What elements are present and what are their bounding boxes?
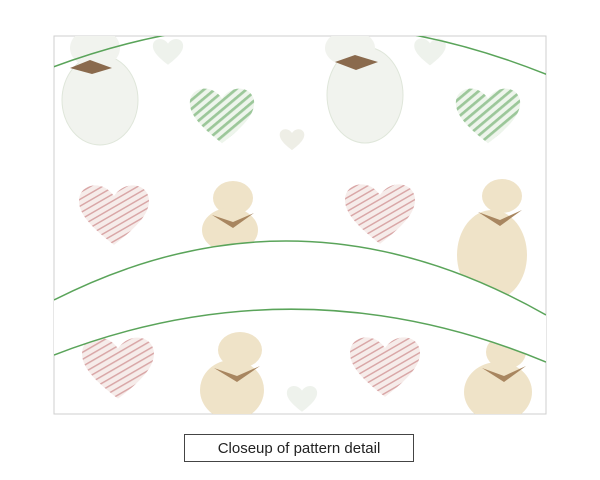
white-bear-left	[61, 36, 139, 146]
cut-line-bottom	[54, 308, 546, 363]
cream-bear	[200, 332, 264, 414]
cream-bear	[457, 179, 527, 300]
caption-label: Closeup of pattern detail	[184, 434, 414, 462]
white-bear-right	[325, 36, 404, 144]
cream-bear	[202, 181, 258, 252]
cut-line-top	[54, 36, 546, 76]
cut-line-middle	[54, 240, 546, 316]
